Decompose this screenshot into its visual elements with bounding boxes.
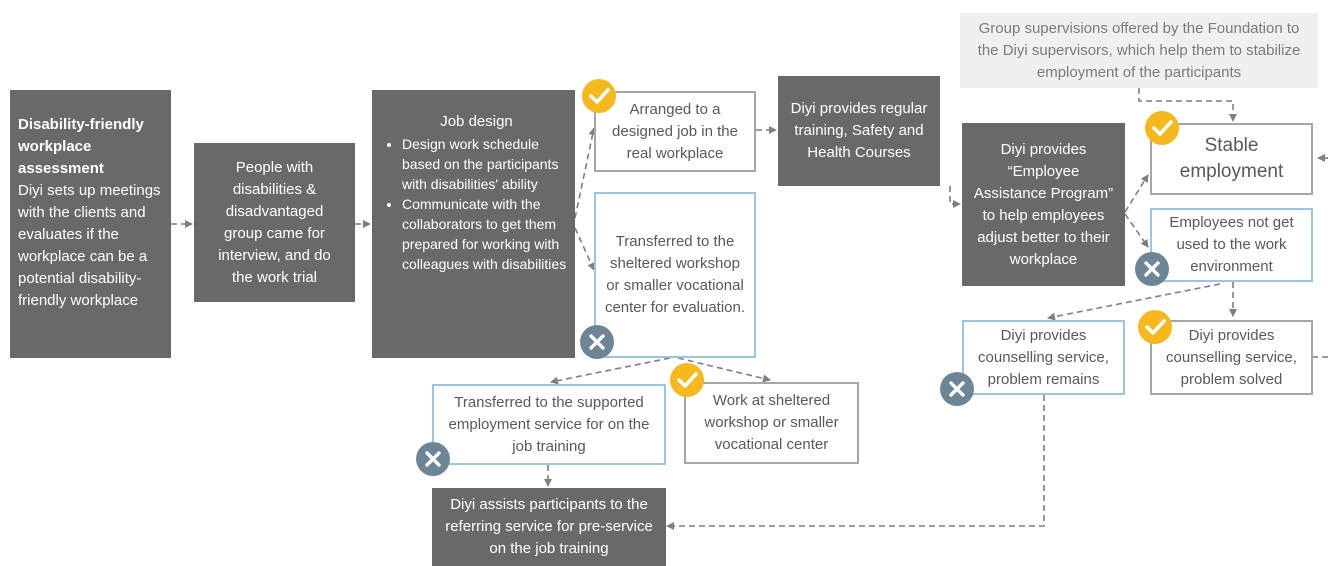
- job-design-bullets: Design work schedule based on the partic…: [386, 134, 567, 274]
- arranged-job-node: Arranged to a designed job in the real w…: [594, 91, 756, 172]
- job-design-bullet: Communicate with the collaborators to ge…: [402, 194, 567, 274]
- cross-icon: [1135, 252, 1169, 286]
- arranged-job-text: Arranged to a designed job in the real w…: [612, 100, 738, 162]
- connector-transferred-supported: [550, 357, 671, 385]
- assessment-body: Diyi sets up meetings with the clients a…: [18, 182, 161, 309]
- counselling-remains-node: Diyi provides counselling service, probl…: [962, 320, 1125, 395]
- cross-icon: [940, 372, 974, 406]
- not-used-text: Employees not get used to the work envir…: [1169, 214, 1294, 275]
- job-design-node: Job design Design work schedule based on…: [372, 90, 575, 358]
- work-sheltered-text: Work at sheltered workshop or smaller vo…: [704, 392, 839, 453]
- connector-group-stable: [1138, 88, 1237, 122]
- referring-service-node: Diyi assists participants to the referri…: [432, 488, 666, 566]
- group-supervision-node: Group supervisions offered by the Founda…: [960, 13, 1318, 88]
- eap-node: Diyi provides “Employee Assistance Progr…: [962, 123, 1125, 286]
- check-icon: [1145, 111, 1179, 145]
- transferred-sheltered-text: Transferred to the sheltered workshop or…: [604, 233, 746, 316]
- connector-eap-notused: [1124, 213, 1149, 248]
- connector-eap-stable: [1124, 174, 1149, 213]
- stable-employment-text: Stable employment: [1179, 135, 1284, 182]
- connector-training-eap: [949, 186, 961, 208]
- counselling-solved-node: Diyi provides counselling service, probl…: [1150, 320, 1313, 395]
- connector-jobdesign-arranged: [574, 127, 597, 219]
- training-text: Diyi provides regular training, Safety a…: [790, 100, 928, 161]
- connector-transferred-worksheltered: [677, 357, 771, 383]
- connector-notused-remains: [1047, 283, 1221, 321]
- cross-icon: [416, 442, 450, 476]
- group-supervision-text: Group supervisions offered by the Founda…: [977, 19, 1301, 81]
- interview-node: People with disabilities & disadvantaged…: [194, 143, 355, 302]
- connector-jobdesign-transferred: [574, 227, 595, 271]
- interview-text: People with disabilities & disadvantaged…: [218, 158, 331, 286]
- eap-text: Diyi provides “Employee Assistance Progr…: [973, 140, 1114, 268]
- assessment-title: Disability-friendly workplace assessment: [18, 116, 144, 177]
- job-design-bullet: Design work schedule based on the partic…: [402, 134, 567, 194]
- counselling-solved-text: Diyi provides counselling service, probl…: [1166, 326, 1297, 388]
- work-sheltered-node: Work at sheltered workshop or smaller vo…: [684, 382, 859, 464]
- supported-employment-node: Transferred to the supported employment …: [432, 384, 666, 465]
- check-icon: [670, 363, 704, 397]
- check-icon: [1138, 310, 1172, 344]
- cross-icon: [580, 325, 614, 359]
- check-icon: [582, 79, 616, 113]
- assessment-node: Disability-friendly workplace assessment…: [10, 90, 171, 358]
- training-node: Diyi provides regular training, Safety a…: [778, 76, 940, 186]
- counselling-remains-text: Diyi provides counselling service, probl…: [978, 326, 1109, 388]
- connector-remains-referring: [666, 395, 1045, 530]
- job-design-title: Job design: [440, 113, 513, 130]
- referring-service-text: Diyi assists participants to the referri…: [445, 496, 653, 557]
- transferred-sheltered-node: Transferred to the sheltered workshop or…: [594, 192, 756, 358]
- not-used-node: Employees not get used to the work envir…: [1150, 208, 1313, 282]
- supported-employment-text: Transferred to the supported employment …: [448, 393, 650, 455]
